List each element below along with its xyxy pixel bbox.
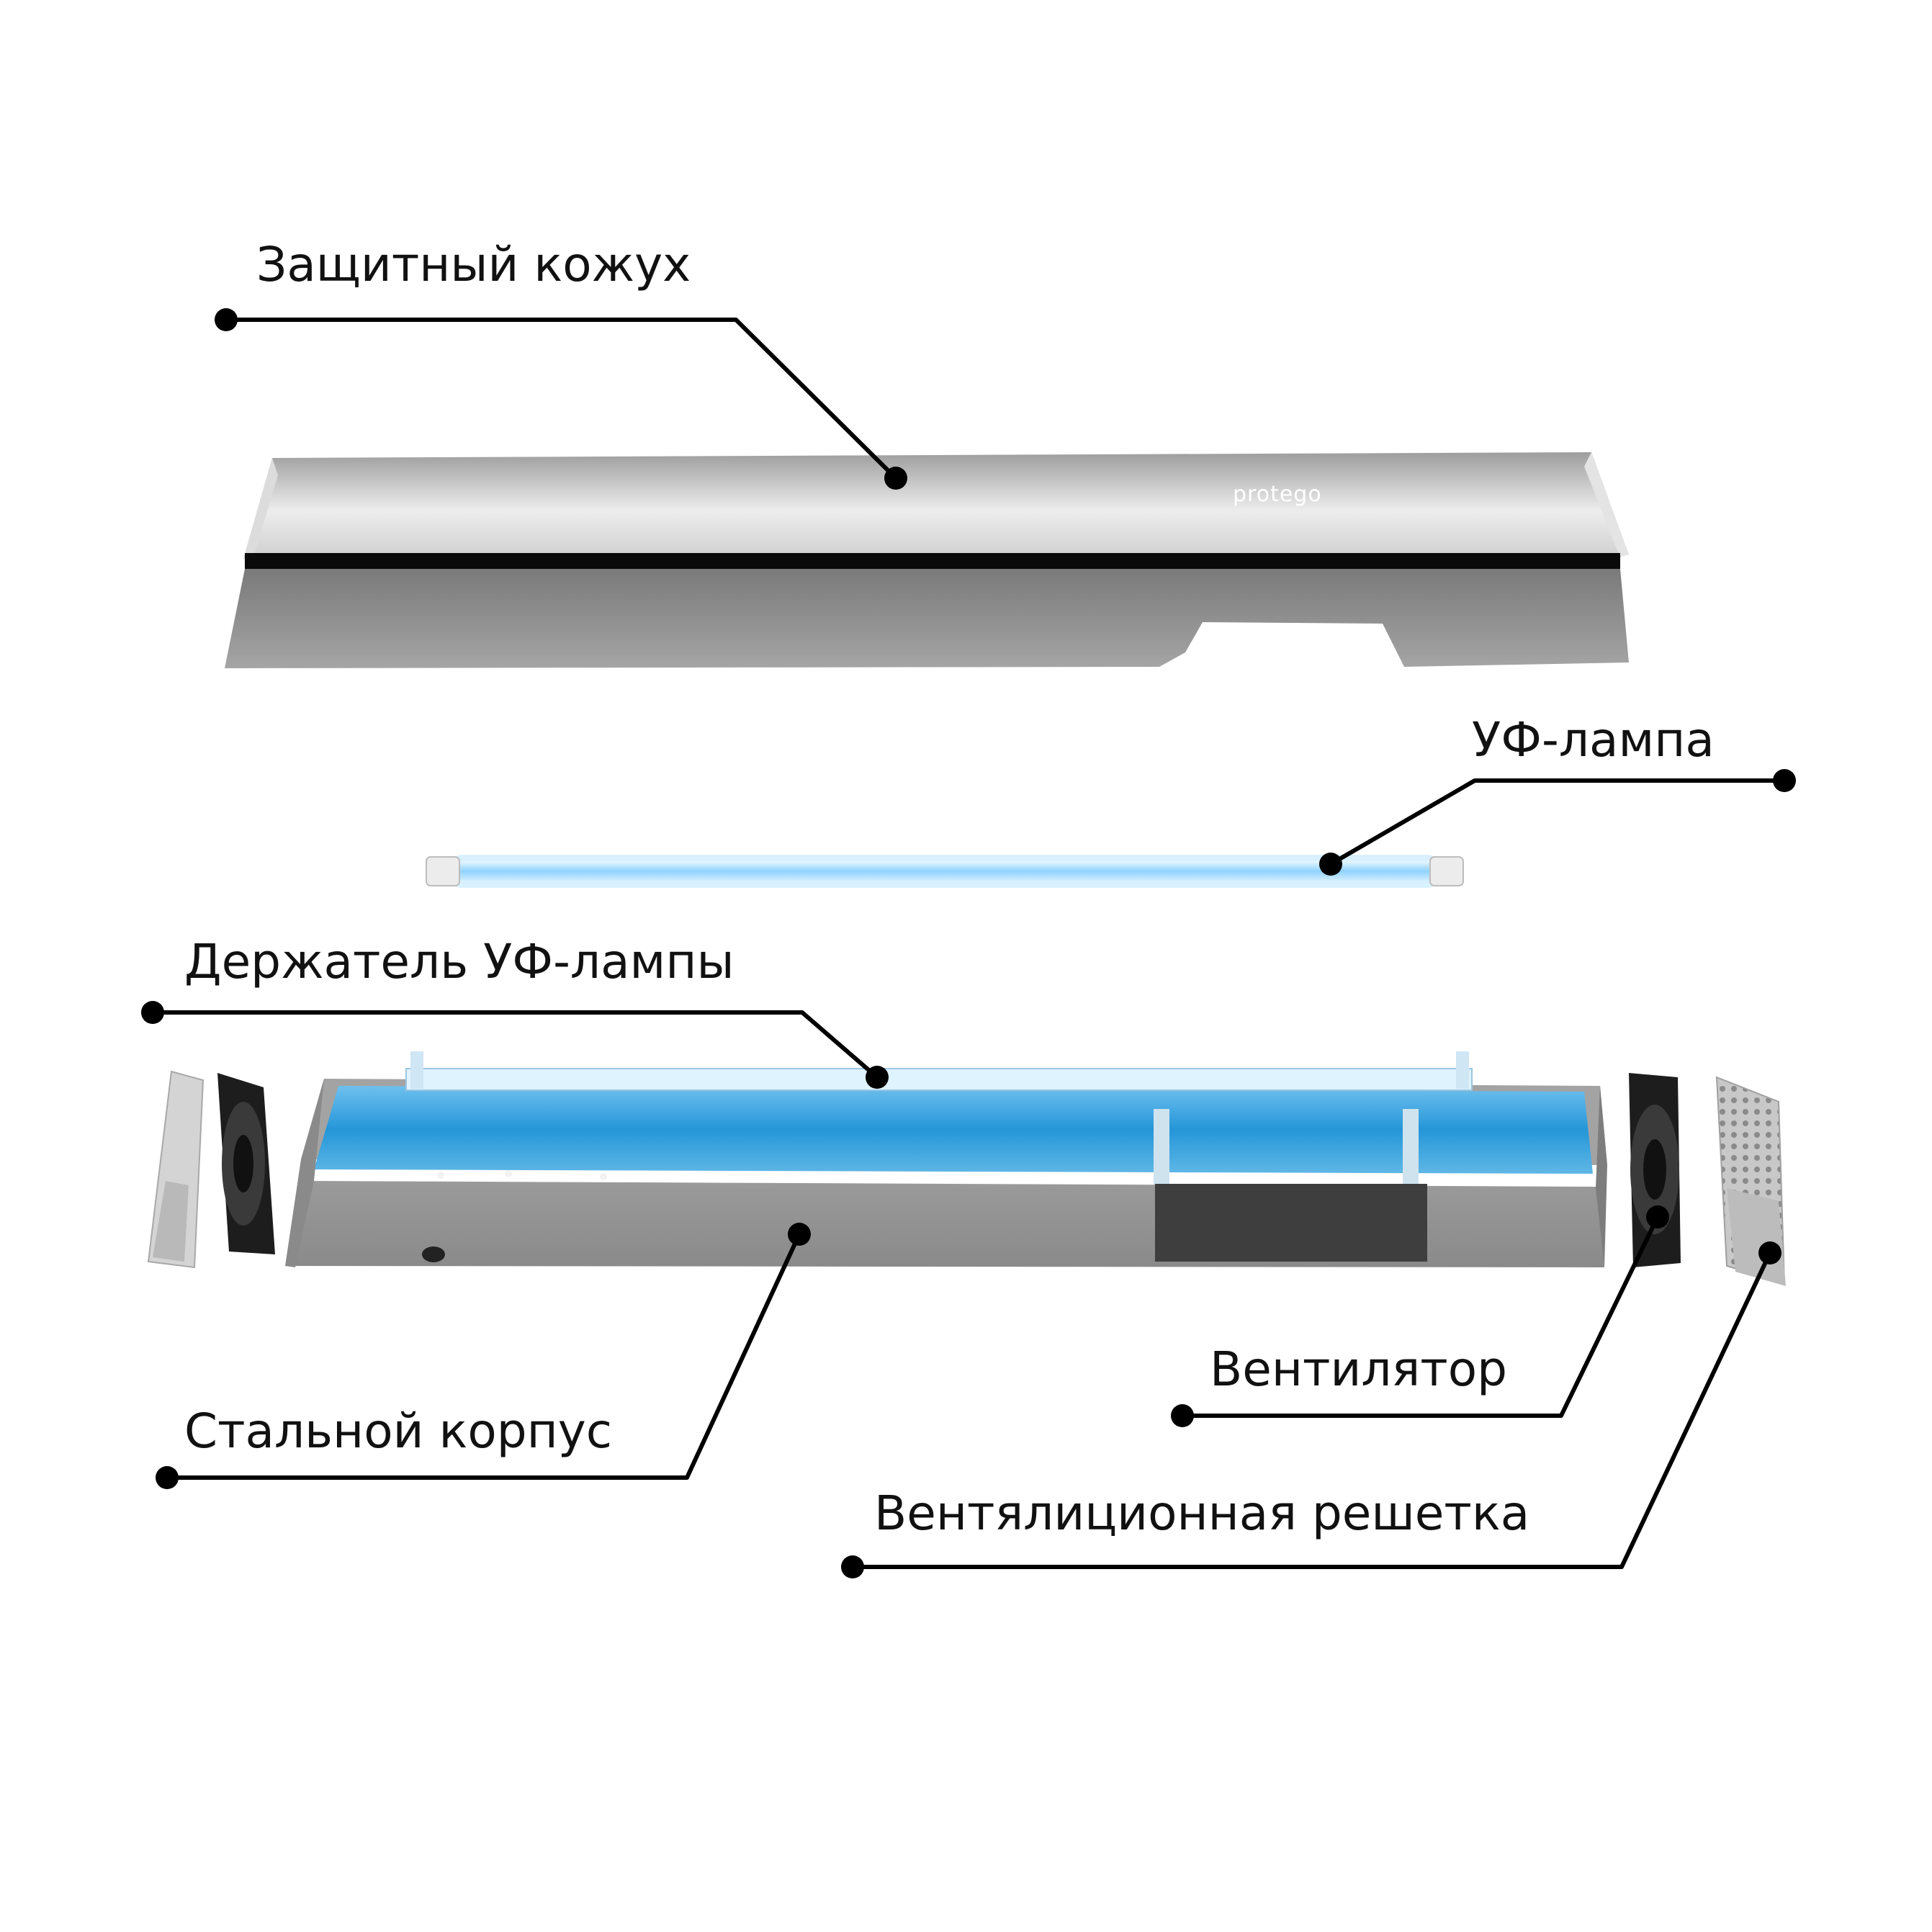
dot-cover-part bbox=[884, 467, 907, 490]
dot-uv-lamp-label bbox=[1773, 769, 1796, 792]
steel-body bbox=[285, 1051, 1607, 1267]
left-grille bbox=[147, 1070, 205, 1269]
body-rivet bbox=[600, 1173, 607, 1180]
left-fan bbox=[217, 1073, 275, 1254]
label-lamp-holder: Держатель УФ-лампы bbox=[184, 934, 734, 989]
leader-cover bbox=[226, 318, 898, 480]
dot-steel-body-part bbox=[788, 1223, 811, 1246]
dot-steel-body-label bbox=[156, 1466, 179, 1489]
label-cover: Защитный кожух bbox=[256, 237, 691, 292]
dot-fan-part bbox=[1646, 1205, 1669, 1228]
uv-lamp-right-cap bbox=[1429, 856, 1464, 886]
label-steel-body: Стальной корпус bbox=[184, 1403, 612, 1459]
cover-black-strip bbox=[245, 553, 1620, 569]
cover-right-end bbox=[1584, 452, 1629, 557]
dot-lamp-holder-label bbox=[141, 1001, 164, 1024]
dot-uv-lamp-part bbox=[1319, 853, 1342, 876]
dot-fan-label bbox=[1171, 1404, 1194, 1427]
bracket-left bbox=[1154, 1109, 1169, 1188]
leader-fan bbox=[1182, 1216, 1660, 1418]
label-grille: Вентялиционная решетка bbox=[874, 1486, 1529, 1541]
leader-lamp-holder bbox=[153, 1010, 879, 1079]
callouts bbox=[141, 308, 1796, 1578]
leader-grille bbox=[853, 1252, 1772, 1569]
body-left-end bbox=[285, 1079, 324, 1267]
label-fan: Вентилятор bbox=[1210, 1342, 1507, 1397]
dot-cover-label bbox=[215, 308, 238, 331]
leader-uv-lamp bbox=[1329, 778, 1784, 866]
dot-grille-part bbox=[1758, 1241, 1782, 1264]
leader-steel-body bbox=[167, 1233, 801, 1480]
protective-cover: protego bbox=[225, 452, 1629, 668]
body-inner-channel bbox=[314, 1086, 1593, 1174]
bracket-right bbox=[1403, 1109, 1419, 1188]
brand-logo: protego bbox=[1233, 482, 1322, 507]
cover-left-end bbox=[243, 458, 278, 562]
label-uv-lamp: УФ-лампа bbox=[1472, 712, 1715, 768]
right-fan bbox=[1629, 1073, 1681, 1267]
power-socket bbox=[422, 1246, 445, 1262]
lamp-holder-right-post bbox=[1456, 1051, 1469, 1089]
uv-lamp bbox=[426, 855, 1464, 888]
lamp-holder-left-post bbox=[410, 1051, 423, 1089]
body-rivet bbox=[437, 1172, 444, 1179]
uv-lamp-left-cap bbox=[426, 856, 460, 886]
dot-grille-label bbox=[841, 1555, 864, 1578]
dot-lamp-holder-part bbox=[866, 1066, 889, 1089]
cover-front-panel bbox=[225, 569, 1629, 668]
uv-lamp-tube bbox=[452, 861, 1437, 881]
body-right-end bbox=[1596, 1086, 1607, 1267]
cover-top-panel bbox=[243, 452, 1629, 559]
lamp-holder-bar bbox=[405, 1068, 1473, 1091]
body-rivet bbox=[505, 1170, 512, 1177]
electronics-box bbox=[1155, 1184, 1427, 1262]
